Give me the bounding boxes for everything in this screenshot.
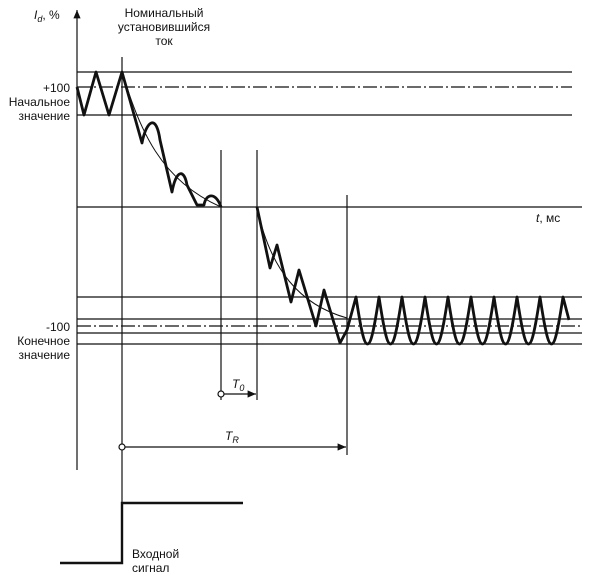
reversed-current-waveform <box>255 206 571 346</box>
decaying-current-waveform <box>75 70 223 208</box>
initial-value-label-2: значение <box>19 109 71 123</box>
initial-value-label-1: Начальное <box>9 95 71 109</box>
minus100-label: -100 <box>46 320 70 334</box>
nominal-label-1: Номинальный <box>125 6 204 20</box>
tr-origin-marker <box>118 443 126 451</box>
input-signal-step <box>60 501 243 565</box>
x-axis-label: t, мс <box>536 211 560 225</box>
plus100-label: +100 <box>43 81 70 95</box>
t0-origin-marker <box>217 390 225 398</box>
input-signal-label-1: Входной <box>132 547 179 561</box>
input-signal-label-2: сигнал <box>132 561 169 575</box>
y-axis-label: Id, % <box>34 8 60 24</box>
nominal-label-3: ток <box>155 34 173 48</box>
final-value-label-1: Конечное <box>17 334 70 348</box>
final-value-label-2: значение <box>19 348 71 362</box>
t0-label: T0 <box>232 377 244 393</box>
nominal-label-2: установившийся <box>118 20 210 34</box>
tr-label: TR <box>225 429 239 445</box>
